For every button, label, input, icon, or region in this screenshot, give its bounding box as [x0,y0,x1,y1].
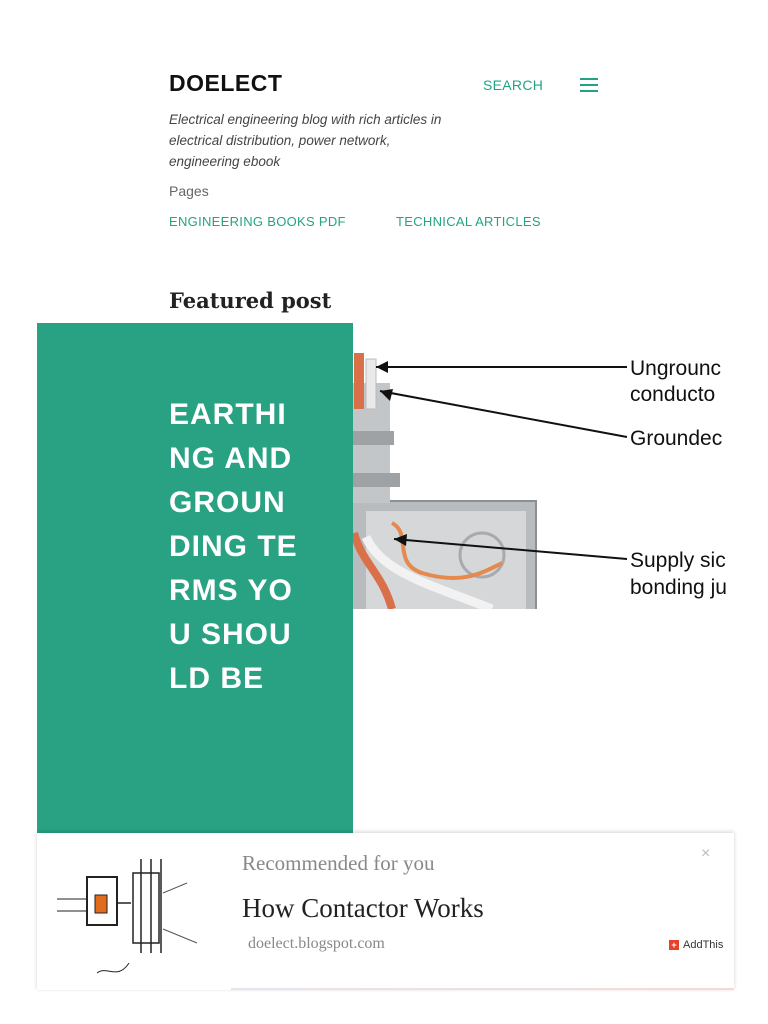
thumb-coil [94,894,108,914]
hamburger-menu-icon[interactable] [580,78,598,92]
diagram-wire-white [361,534,494,609]
label-supply-2: bonding ju [630,576,727,599]
arrowhead-grounded [380,389,393,401]
thumb-coil-frame [86,876,118,926]
featured-post-card[interactable] [37,323,353,835]
featured-post-image[interactable]: Ungrounc conducto Groundec Supply sic bo… [352,323,734,609]
nav-link-engineering-books[interactable]: ENGINEERING BOOKS PDF [169,214,346,229]
recommendation-heading: Recommended for you [242,851,435,875]
recommendation-thumbnail[interactable] [37,833,231,990]
diagram-wire-copper [352,531,396,609]
addthis-badge[interactable]: + AddThis [669,939,723,951]
featured-post-title[interactable]: EARTHING AND GROUNDING TERMS YOU SHOULD … [169,398,298,695]
thumb-curve [96,962,130,974]
addthis-icon: + [669,940,679,950]
label-ungrounded-2: conducto [630,383,715,406]
arrowhead-ungrounded [376,361,388,373]
thumb-pointer-2 [162,928,198,944]
pages-label: Pages [169,183,209,199]
nav-link-technical-articles[interactable]: TECHNICAL ARTICLES [396,214,541,229]
contactor-diagram-thumbnail [57,859,198,974]
diagram-grounded-wire [365,358,377,410]
thumb-pointer-1 [162,882,188,894]
recommendation-title[interactable]: How Contactor Works [242,893,484,923]
arrow-grounded [379,390,628,438]
thumb-contacts [132,872,160,944]
diagram-conduit-ring [352,431,394,445]
diagram-ungrounded-wire [354,353,364,409]
label-ungrounded-1: Ungrounc [630,357,721,380]
service-entrance-diagram: Ungrounc conducto Groundec Supply sic bo… [352,353,727,609]
arrow-supply [393,538,628,560]
search-button[interactable]: SEARCH [483,77,544,93]
recommendation-source: doelect.blogspot.com [248,935,385,952]
arrowhead-supply [394,534,407,546]
site-title[interactable]: DOELECT [169,70,283,96]
site-tagline: Electrical engineering blog with rich ar… [169,112,442,169]
label-grounded: Groundec [630,427,722,450]
label-supply-1: Supply sic [630,549,726,572]
recommendation-widget[interactable]: Recommended for you How Contactor Works … [37,833,734,990]
diagram-locknut [352,473,400,487]
addthis-label: AddThis [683,939,724,951]
recommendation-divider [231,988,734,990]
close-icon[interactable]: × [701,845,711,862]
diagram-knockout [458,531,506,579]
featured-post-heading: Featured post [169,288,332,313]
